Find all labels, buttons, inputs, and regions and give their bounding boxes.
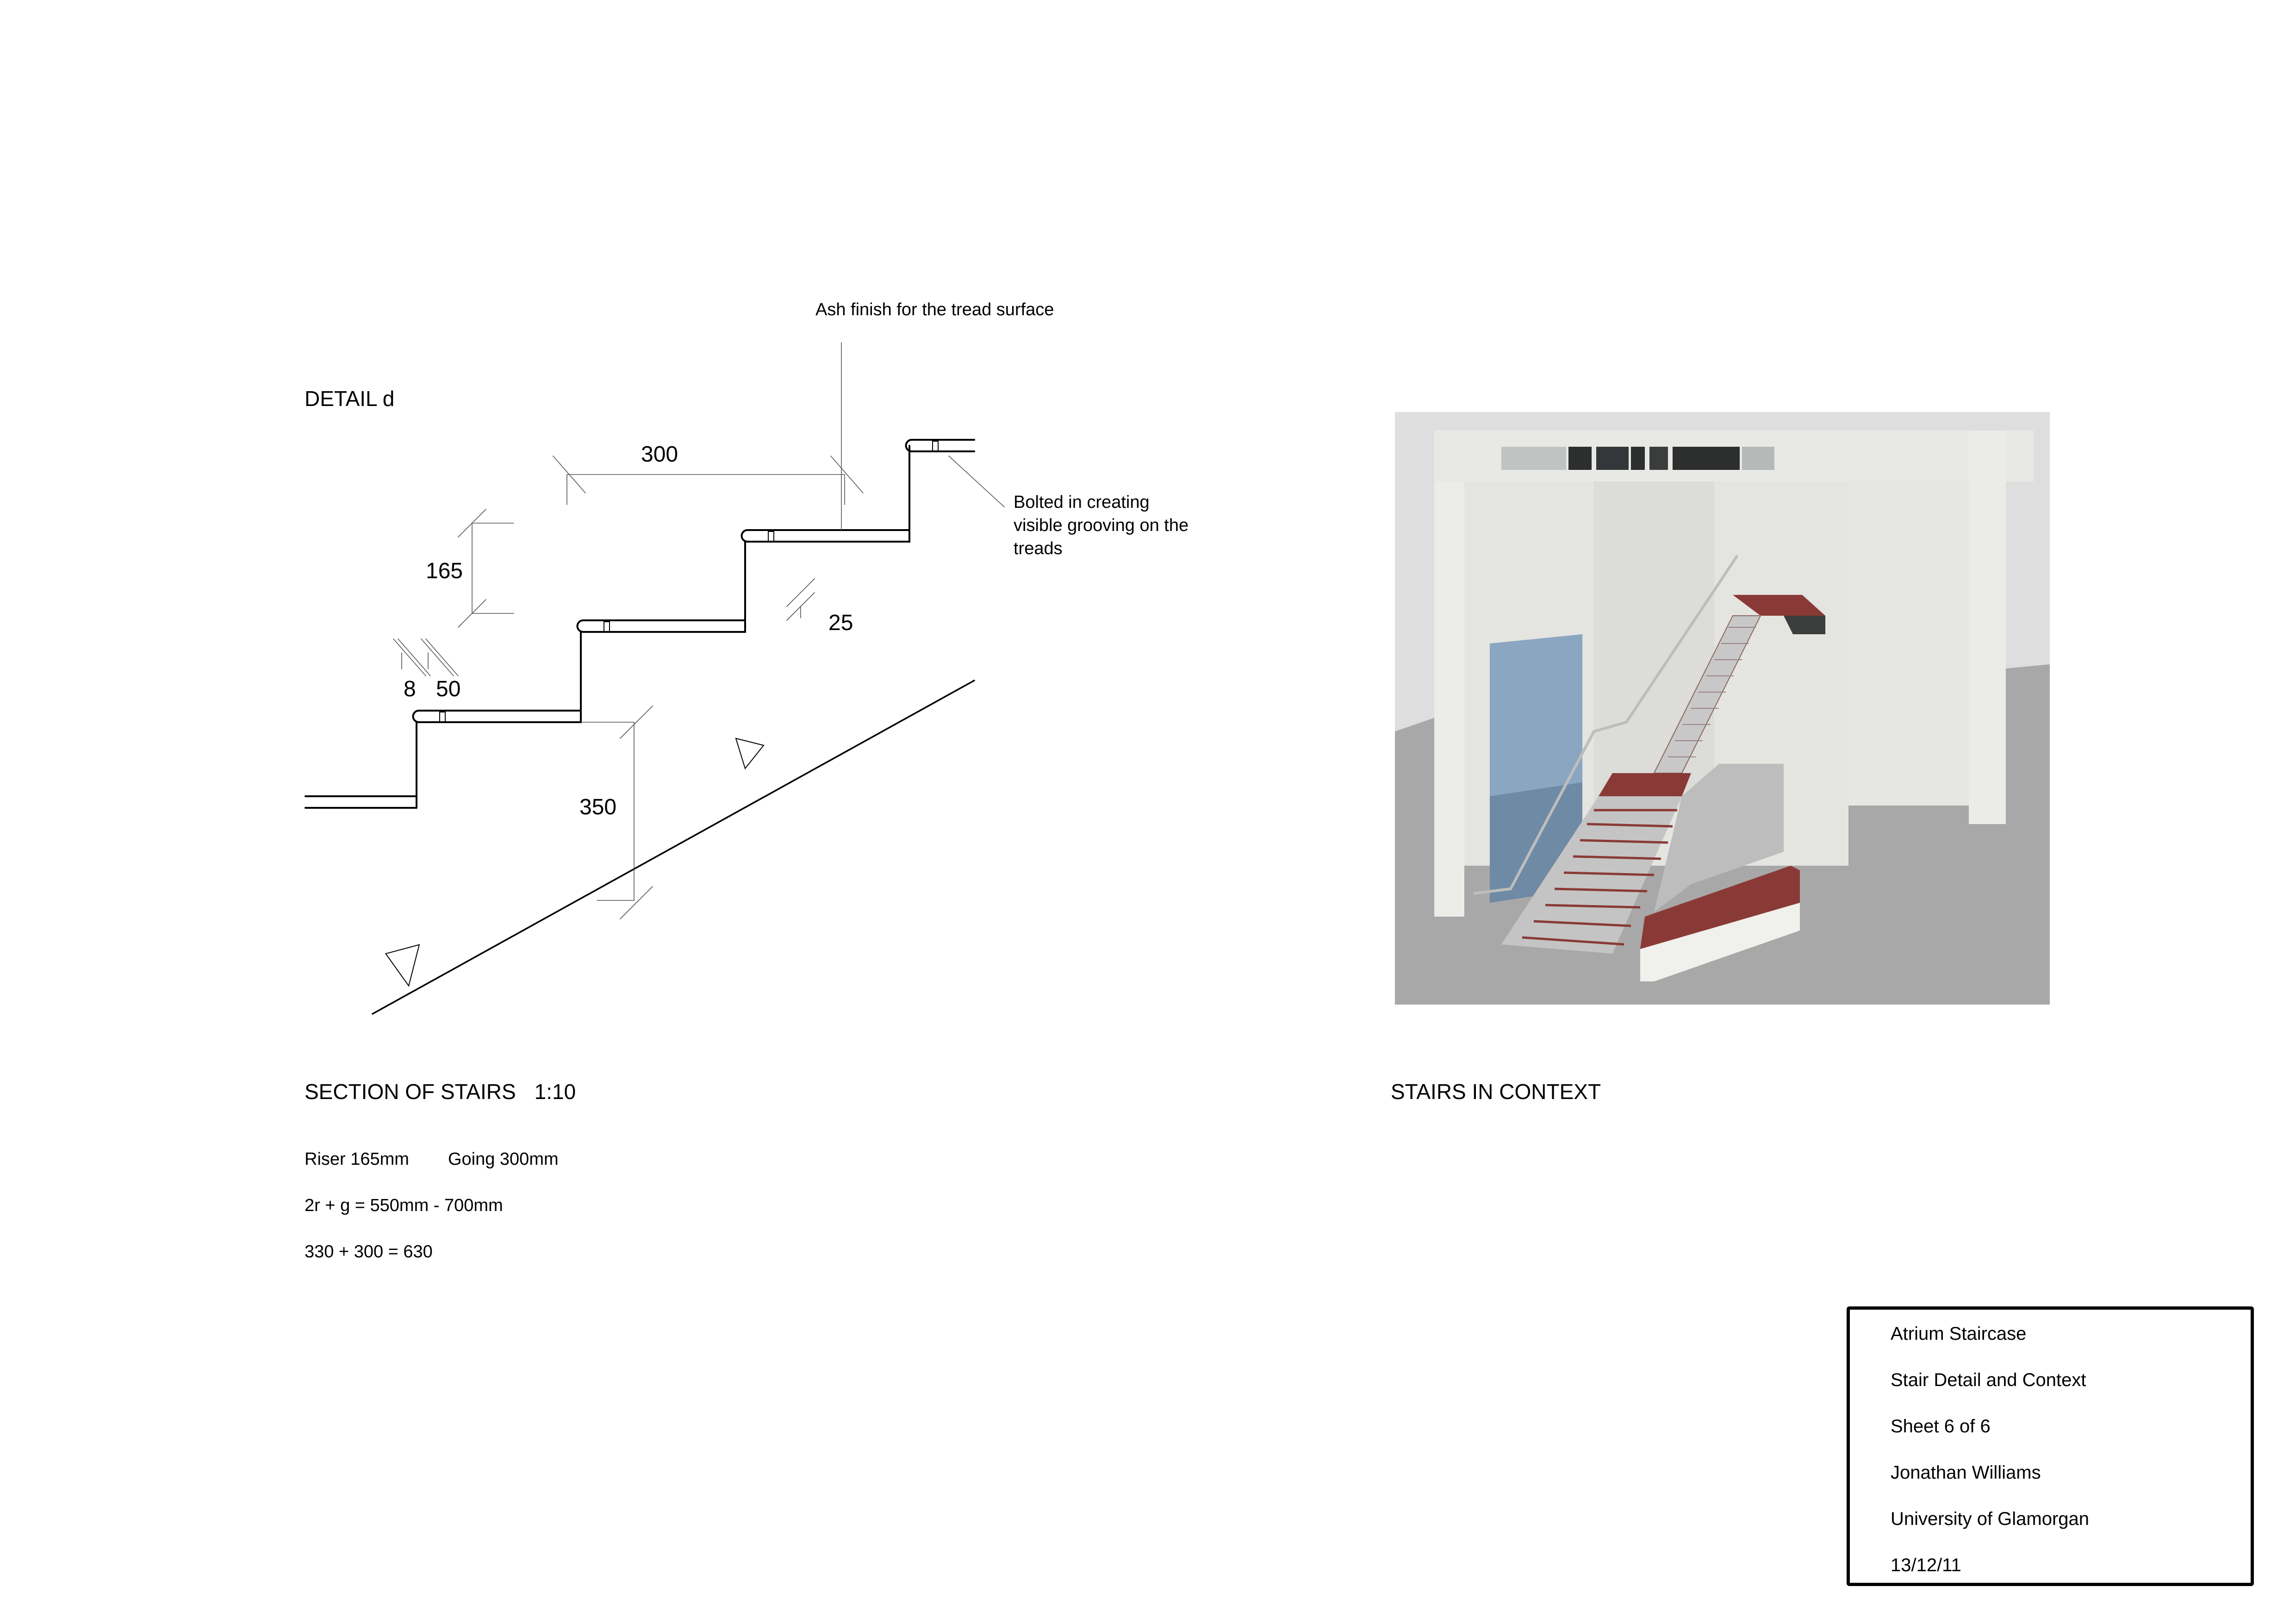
stair-rule-note: 2r + g = 550mm - 700mm: [305, 1196, 503, 1215]
dim-waist: 350: [579, 795, 617, 819]
bolt-annotation-line-2: visible grooving on the: [1014, 516, 1189, 535]
dim-riser: 165: [426, 559, 463, 583]
detail-title: DETAIL d: [305, 387, 395, 411]
section-title: SECTION OF STAIRS 1:10: [305, 1081, 576, 1102]
bolt-annotation-line-3: treads: [1014, 539, 1063, 558]
section-notes-row-1: Riser 165mm Going 300mm: [305, 1150, 559, 1168]
dim-going: 300: [641, 442, 678, 467]
institution-name: University of Glamorgan: [1891, 1509, 2090, 1529]
render-image: [1395, 412, 2050, 1005]
riser-note: Riser 165mm: [305, 1149, 409, 1169]
bolt-annotation-line-1: Bolted in creating: [1014, 493, 1150, 512]
project-name: Atrium Staircase: [1891, 1324, 2027, 1344]
sheet-number: Sheet 6 of 6: [1891, 1416, 1991, 1437]
context-title: STAIRS IN CONTEXT: [1391, 1080, 1601, 1104]
stairs-context-render: [1395, 412, 2050, 1005]
title-block: Atrium Staircase Stair Detail and Contex…: [1847, 1306, 2254, 1586]
drawing-date: 13/12/11: [1891, 1555, 1961, 1575]
tread-finish-annotation: Ash finish for the tread surface: [815, 300, 1054, 319]
dim-nosing-gap: 8: [404, 677, 416, 701]
stair-calc-note: 330 + 300 = 630: [305, 1242, 433, 1262]
going-note: Going 300mm: [448, 1149, 559, 1169]
section-scale: 1:10: [534, 1080, 576, 1104]
author-name: Jonathan Williams: [1891, 1462, 2041, 1483]
dim-tread-25: 25: [828, 611, 853, 635]
bolt-annotation: Bolted in creating visible grooving on t…: [1014, 491, 1188, 560]
drawing-name: Stair Detail and Context: [1891, 1370, 2086, 1390]
dim-tread-50: 50: [436, 677, 461, 701]
section-title-text: SECTION OF STAIRS: [305, 1080, 516, 1104]
